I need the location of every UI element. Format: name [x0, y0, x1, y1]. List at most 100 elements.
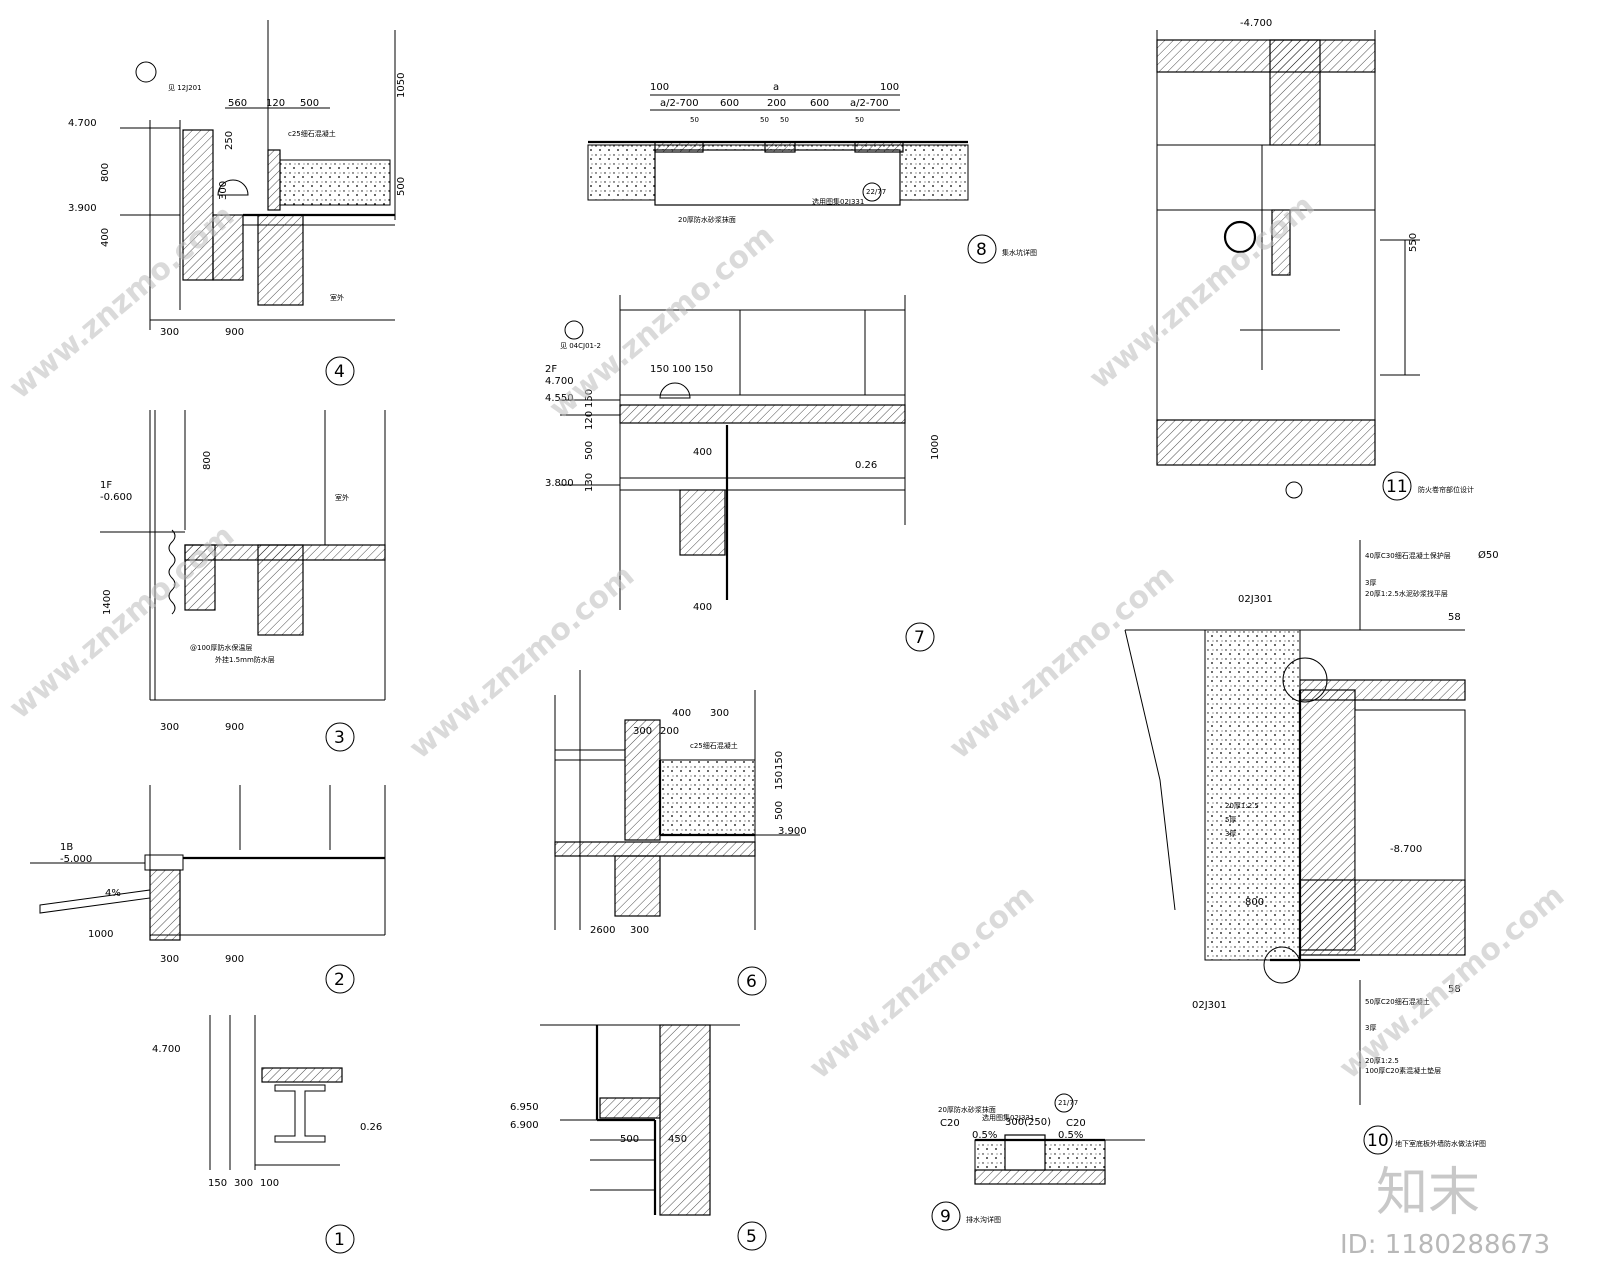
- d4-number-circle: [325, 356, 355, 386]
- d3-elev: -0.600: [100, 492, 132, 503]
- d10-58-top: 58: [1448, 612, 1461, 623]
- d1-thk: 0.26: [360, 1122, 382, 1133]
- d3-dim-900: 900: [225, 722, 244, 733]
- d1-number: 1: [334, 1230, 345, 1250]
- d9-dim: 300(250): [1005, 1117, 1051, 1128]
- d8-dim-a: a: [773, 82, 779, 93]
- d11-elev: -4.700: [1240, 18, 1272, 29]
- d8-dim-a2b: a/2-700: [850, 98, 889, 109]
- d7-dim-500v: 500: [584, 441, 595, 460]
- d6-dim-300t: 300: [710, 708, 729, 719]
- d4-number: 4: [334, 362, 345, 382]
- detail-10: 02J301 02J301 -8.700 800 Ø50 58 58 40厚C3…: [1124, 540, 1499, 1155]
- d6-number-circle: [737, 966, 767, 996]
- d2-dim-900: 900: [225, 954, 244, 965]
- d8-dim-50c: 50: [780, 116, 789, 124]
- detail-7: 见 04CJ01-2 2F 4.700 4.550 3.800 150 100 …: [545, 295, 941, 652]
- watermark-text: www.znzmo.com: [943, 558, 1181, 766]
- d10-note-bottom-2: 20厚1:2.5: [1365, 1057, 1399, 1065]
- d3-elev-name: 1F: [100, 480, 112, 491]
- d7-dim-150v: 150: [584, 389, 595, 408]
- d10-note-mid-2: 3厚: [1225, 830, 1236, 838]
- d7-number: 7: [914, 628, 925, 648]
- d1-dim-100: 100: [260, 1178, 279, 1189]
- detail-4: 4.700 3.900 300 900 560 120 500 1050 800…: [68, 20, 407, 386]
- d7-dim-120v: 120: [584, 411, 595, 430]
- d8-title: 集水坑详图: [1002, 248, 1037, 257]
- d6-dim-200: 200: [660, 726, 679, 737]
- d4-ref: 见 12J201: [168, 84, 202, 92]
- d10-58-bottom: 58: [1448, 984, 1461, 995]
- d7-dim-150a: 150: [650, 364, 669, 375]
- d8-note: 20厚防水砂浆抹面: [678, 215, 736, 224]
- d10-number: 10: [1367, 1131, 1389, 1151]
- d2-elev: -5.000: [60, 854, 92, 865]
- d8-dim-50d: 50: [855, 116, 864, 124]
- d3-number: 3: [334, 728, 345, 748]
- d4-elev-a: 4.700: [68, 118, 97, 129]
- d10-note-bottom-0: 50厚C20细石混凝土: [1365, 997, 1430, 1006]
- d4-side: 室外: [330, 293, 344, 302]
- d9-note: 20厚防水砂浆抹面: [938, 1105, 996, 1114]
- d3-number-circle: [325, 722, 355, 752]
- image-id-label: ID: 1180288673: [1340, 1230, 1551, 1260]
- d1-dim-300: 300: [234, 1178, 253, 1189]
- d6-dim-300m: 300: [633, 726, 652, 737]
- d10-note-top-0: 40厚C30细石混凝土保护层: [1365, 551, 1451, 560]
- d6-dim-400: 400: [672, 708, 691, 719]
- d2-number-circle: [325, 964, 355, 994]
- d8-dim-50b: 50: [760, 116, 769, 124]
- d8-dim-600a: 600: [720, 98, 739, 109]
- detail-1: 4.700 0.26 150 300 100 1: [152, 1015, 382, 1254]
- d6-dim-150a: 150: [774, 751, 785, 770]
- detail-11: -4.700 550 11 防火卷帘部位设计: [1156, 18, 1474, 501]
- d7-elev-name: 2F: [545, 364, 557, 375]
- d2-number: 2: [334, 970, 345, 990]
- d6-dim-150b: 150: [774, 771, 785, 790]
- d6-dim-2600: 2600: [590, 925, 615, 936]
- d7-elev-a: 4.700: [545, 376, 574, 387]
- d4-dim-560: 560: [228, 98, 247, 109]
- d7-dim-150b: 150: [694, 364, 713, 375]
- d8-number-circle: [967, 234, 997, 264]
- watermark-text: www.znzmo.com: [3, 518, 241, 726]
- d6-c25: c25细石混凝土: [690, 741, 738, 750]
- d10-phi: Ø50: [1478, 549, 1499, 561]
- d7-elev-b: 4.550: [545, 393, 574, 404]
- d9-slope-a: 0.5%: [972, 1130, 997, 1141]
- d4-dim-1050: 1050: [396, 73, 407, 98]
- d4-dim-500: 500: [300, 98, 319, 109]
- d7-dim-400b: 400: [693, 602, 712, 613]
- d8-dim-600b: 600: [810, 98, 829, 109]
- d11-number: 11: [1386, 477, 1408, 497]
- detail-9: 20厚防水砂浆抹面 选用图集02J331 21/77 300(250) C20 …: [931, 1093, 1145, 1231]
- d5-number: 5: [746, 1227, 757, 1247]
- d10-note-bottom-3: 100厚C20素混凝土垫层: [1365, 1066, 1441, 1075]
- d8-dim-100a: 100: [650, 82, 669, 93]
- d4-elev-b: 3.900: [68, 203, 97, 214]
- d2-elev-name: 1B: [60, 842, 73, 853]
- d2-dim-300: 300: [160, 954, 179, 965]
- d11-axis-circle: [1285, 481, 1303, 499]
- d4-dim-300v: 300: [218, 181, 229, 200]
- d10-number-circle: [1363, 1125, 1393, 1155]
- d5-elev-b: 6.900: [510, 1120, 539, 1131]
- d9-ref-circle: [1054, 1093, 1074, 1113]
- d10-elev: -8.700: [1390, 844, 1422, 855]
- d9-c20b: C20: [1066, 1118, 1086, 1129]
- d2-dim-1000: 1000: [88, 929, 113, 940]
- d3-dim-300: 300: [160, 722, 179, 733]
- watermark-text: www.znzmo.com: [3, 198, 241, 406]
- d7-dim-400a: 400: [693, 447, 712, 458]
- detail-6: 400 300 300 200 c25细石混凝土 150 150 500 3.9…: [554, 670, 807, 996]
- d3-dim-1400: 1400: [102, 590, 113, 615]
- d4-dim-800: 800: [100, 163, 111, 182]
- d5-dim-500: 500: [620, 1134, 639, 1145]
- d8-circle-ref: 22/77: [866, 188, 886, 196]
- d3-dim-800: 800: [202, 451, 213, 470]
- d4-dim-250: 250: [224, 131, 235, 150]
- d8-ref: 选用图集02J331: [812, 197, 864, 206]
- d3-note2: 外挂1.5mm防水层: [215, 655, 275, 664]
- d6-dim-300b: 300: [630, 925, 649, 936]
- d10-note-top-2: 20厚1:2.5水泥砂浆找平层: [1365, 589, 1448, 598]
